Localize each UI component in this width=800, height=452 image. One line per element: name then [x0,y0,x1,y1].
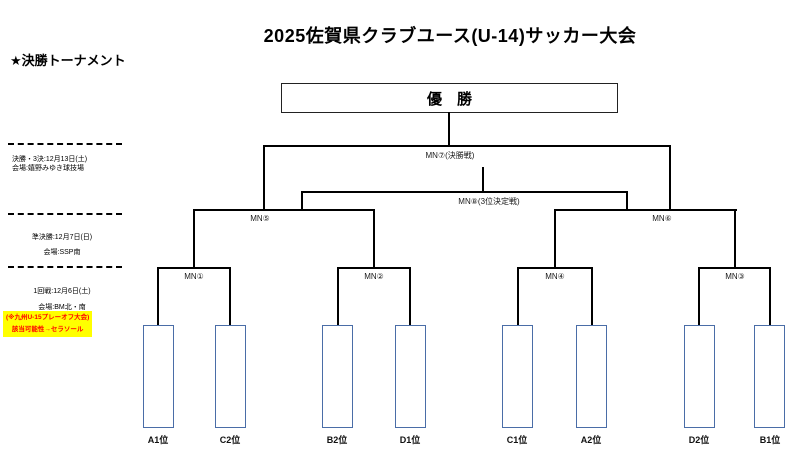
bracket-line [734,209,736,269]
match-label-round1-4: MN③ [725,272,745,281]
schedule-divider [8,213,122,215]
bracket-line [373,209,375,269]
bracket-line [769,267,771,325]
bracket-line [301,191,303,211]
bracket-line [157,267,159,325]
bracket-line [229,267,231,325]
schedule-round1-date: 1回戦:12月6日(土) [33,288,91,295]
bracket-line [448,112,450,146]
bracket-line [517,267,593,269]
bracket-line [301,191,628,193]
bracket-line [157,267,231,269]
bracket-line [626,191,628,211]
bracket-line [482,167,484,193]
slot-label: B2位 [326,435,348,445]
slot-label: B1位 [759,435,781,445]
team-slot-box [502,325,533,428]
match-label-final: MN⑦(決勝戦) [425,151,475,160]
bracket-line [193,209,375,211]
playoff-note-line1: (※九州U-15プレーオフ大会) [6,314,90,321]
bracket-line [409,267,411,325]
match-label-round1-2: MN② [364,272,384,281]
team-slot-box [754,325,785,428]
schedule-divider [8,143,122,145]
schedule-semifinal-venue: 会場:SSP南 [43,249,81,256]
match-label-round1-1: MN① [184,272,204,281]
bracket-line [669,145,671,211]
slot-label: A1位 [147,435,169,445]
schedule-final: 決勝・3決:12月13日(土) 会場:嬉野みゆき球技場 [12,155,87,173]
slot-label: D1位 [399,435,421,445]
bracket-line [337,267,411,269]
bracket-subtitle: ★決勝トーナメント [10,53,126,68]
team-slot-box [215,325,246,428]
bracket-line [698,267,700,325]
schedule-divider [8,266,122,268]
page-title: 2025佐賀県クラブユース(U-14)サッカー大会 [263,26,637,46]
schedule-final-date: 決勝・3決:12月13日(土) [12,156,88,163]
bracket-line [554,209,556,269]
bracket-line [337,267,339,325]
match-label-semi-right: MN⑥ [652,214,672,223]
slot-label: A2位 [580,435,602,445]
playoff-note: (※九州U-15プレーオフ大会) 該当可能性→セラソール [3,311,93,337]
schedule-semifinal-date: 準決勝:12月7日(日) [31,234,93,241]
slot-label: C2位 [219,435,241,445]
team-slot-box [143,325,174,428]
bracket-line [698,267,771,269]
team-slot-box [576,325,607,428]
match-label-third-place: MN⑧(3位決定戦) [458,197,520,206]
match-label-semi-left: MN⑤ [250,214,270,223]
team-slot-box [322,325,353,428]
bracket-line [517,267,519,325]
schedule-final-venue: 会場:嬉野みゆき球技場 [12,165,84,172]
match-label-round1-3: MN④ [545,272,565,281]
champion-label: 優 勝 [426,90,472,108]
slot-label: C1位 [506,435,528,445]
playoff-note-line2: 該当可能性→セラソール [11,326,84,333]
team-slot-box [395,325,426,428]
schedule-semifinal: 準決勝:12月7日(日) 会場:SSP南 [6,230,118,260]
team-slot-box [684,325,715,428]
bracket-line [263,145,671,147]
schedule-round1-venue: 会場:BM北・南 [38,304,86,311]
bracket-line [193,209,195,269]
bracket-line [591,267,593,325]
slot-label: D2位 [688,435,710,445]
schedule-round1: 1回戦:12月6日(土) 会場:BM北・南 [6,284,118,316]
champion-box: 優 勝 [281,83,618,113]
bracket-line [554,209,737,211]
bracket-line [263,145,265,211]
